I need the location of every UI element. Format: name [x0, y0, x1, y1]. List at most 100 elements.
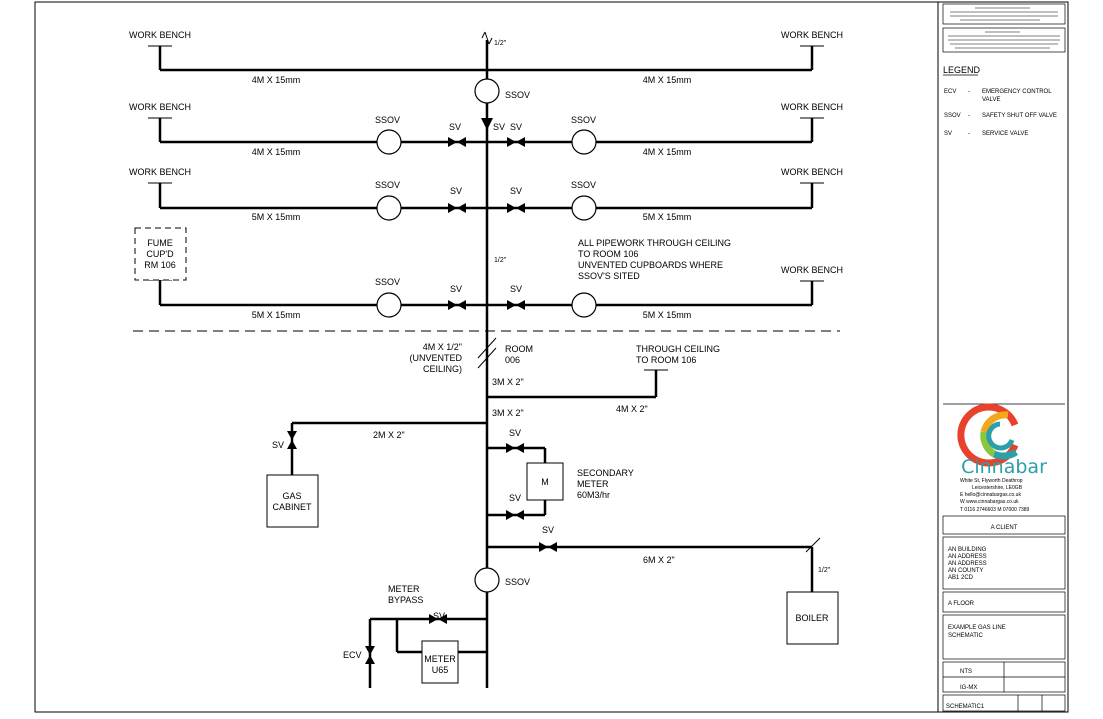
drawn-value: IG-MX	[960, 685, 977, 691]
company-web: W www.cinnabargas.co.uk	[960, 499, 1019, 505]
pipe-size-label: 4M X 15mm	[252, 147, 301, 157]
company-address: Leicestershire, LE0GB	[972, 485, 1023, 491]
ssov-label: SSOV	[571, 115, 596, 125]
meter-u65-box	[421, 640, 459, 684]
revision-box-2-lines	[948, 31, 1060, 49]
sv-label: SV	[433, 611, 445, 621]
fume-cupboard-label: RM 106	[144, 260, 176, 270]
ssov-label: SSOV	[505, 577, 530, 587]
pipe-break-marks	[477, 31, 821, 553]
client-value: A CLIENT	[991, 525, 1018, 531]
ceiling-note: SSOV'S SITED	[578, 271, 640, 281]
legend-code: SSOV	[944, 113, 961, 119]
pipe-size-label: 1/2"	[494, 257, 507, 264]
company-name: Cinnabar	[961, 456, 1047, 478]
room-label: 006	[505, 355, 520, 365]
workbench-label: WORK BENCH	[781, 102, 843, 112]
sv-label: SV	[272, 440, 284, 450]
description-value: SCHEMATIC	[948, 633, 984, 639]
secondary-meter-label: 60M3/hr	[577, 490, 610, 500]
fume-cupboard-label: CUP'D	[146, 249, 174, 259]
pipe-size-label: 1/2"	[818, 567, 831, 574]
ceiling-note: TO ROOM 106	[578, 249, 638, 259]
fume-cupboard-box	[134, 227, 187, 281]
sv-label: SV	[450, 284, 462, 294]
site-address-line: AN BUILDING	[948, 547, 987, 553]
company-logo: Cinnabar	[957, 403, 1047, 478]
revision-box-1	[942, 3, 1066, 25]
workbench-label: WORK BENCH	[129, 30, 191, 40]
riser-flow-arrow	[481, 118, 493, 130]
company-address: White St, Flyworth Deathrop	[960, 478, 1023, 484]
pipe-size-label: 5M X 15mm	[252, 310, 301, 320]
legend-desc: VALVE	[982, 97, 1000, 103]
ssov-label: SSOV	[571, 180, 596, 190]
pipe-size-label: 3M X 2"	[492, 408, 524, 418]
meter-m-label: M	[541, 477, 549, 487]
ssov-label: SSOV	[375, 180, 400, 190]
sv-label: SV	[510, 186, 522, 196]
sv-label: SV	[450, 186, 462, 196]
sv-label: SV	[449, 122, 461, 132]
meter-bypass-label: METER	[388, 584, 420, 594]
meter-u65-label: METER	[424, 654, 456, 664]
pipe-size-label: 4M X 2"	[616, 404, 648, 414]
legend-desc: SAFETY SHUT OFF VALVE	[982, 113, 1057, 119]
sheet-border	[34, 1, 1069, 713]
company-phone: T 0116 2746603 M 07000 7389	[960, 507, 1030, 513]
pipe-size-label: 5M X 15mm	[643, 212, 692, 222]
gas-cabinet-label: GAS	[282, 491, 301, 501]
ssov-valves	[376, 78, 597, 593]
sv-label: SV	[493, 122, 505, 132]
title-block-grid	[942, 515, 1066, 712]
title-block: LEGEND ECV - EMERGENCY CONTROL VALVE SSO…	[942, 3, 1066, 712]
ecv-label: ECV	[343, 650, 362, 660]
gas-cabinet-box	[266, 474, 319, 528]
workbench-label: WORK BENCH	[129, 102, 191, 112]
sv-label: SV	[509, 428, 521, 438]
secondary-meter-label: METER	[577, 479, 609, 489]
riser-ceiling-note: CEILING)	[423, 364, 462, 374]
sv-label: SV	[509, 493, 521, 503]
ceiling-note: UNVENTED CUPBOARDS WHERE	[578, 260, 723, 270]
floor-value: A FLOOR	[948, 601, 975, 607]
sv-label: SV	[510, 122, 522, 132]
scale-value: NTS	[960, 669, 972, 675]
workbench-label: WORK BENCH	[781, 265, 843, 275]
meter-bypass-label: BYPASS	[388, 595, 423, 605]
revision-box-2	[942, 27, 1066, 53]
drawing-number-value: SCHEMATIC1	[946, 704, 985, 710]
workbench-label: WORK BENCH	[781, 167, 843, 177]
ssov-label: SSOV	[375, 277, 400, 287]
site-address-line: AN COUNTY	[948, 568, 983, 574]
pipe-size-label: 4M X 15mm	[252, 75, 301, 85]
legend-code: ECV	[944, 89, 956, 95]
revision-box-1-lines	[950, 7, 1058, 21]
meter-u65-label: U65	[432, 665, 449, 675]
pipe-size-label: 4M X 15mm	[643, 147, 692, 157]
secondary-meter-label: SECONDARY	[577, 468, 634, 478]
workbench-label: WORK BENCH	[129, 167, 191, 177]
boiler-box	[786, 591, 839, 645]
site-address-line: AB1 2CD	[948, 575, 974, 581]
legend-desc: EMERGENCY CONTROL	[982, 89, 1052, 95]
site-address-line: AN ADDRESS	[948, 561, 987, 567]
sv-label: SV	[542, 525, 554, 535]
legend-dash: -	[968, 89, 970, 95]
legend-dash: -	[968, 131, 970, 137]
legend-title: LEGEND	[943, 65, 981, 75]
pipe-size-label: 2M X 2"	[373, 430, 405, 440]
legend-dash: -	[968, 113, 970, 119]
workbench-label: WORK BENCH	[781, 30, 843, 40]
company-email: E hello@cinnabargas.co.uk	[960, 492, 1021, 498]
fume-cupboard-label: FUME	[147, 238, 173, 248]
ceiling-note: ALL PIPEWORK THROUGH CEILING	[578, 238, 731, 248]
pipe-size-label: 5M X 15mm	[252, 212, 301, 222]
secondary-meter-box	[526, 462, 564, 501]
through-ceiling-note: THROUGH CEILING	[636, 344, 720, 354]
site-address-line: AN ADDRESS	[948, 554, 987, 560]
riser-ceiling-note: 4M X 1/2"	[423, 342, 462, 352]
description-value: EXAMPLE GAS LINE	[948, 625, 1006, 631]
